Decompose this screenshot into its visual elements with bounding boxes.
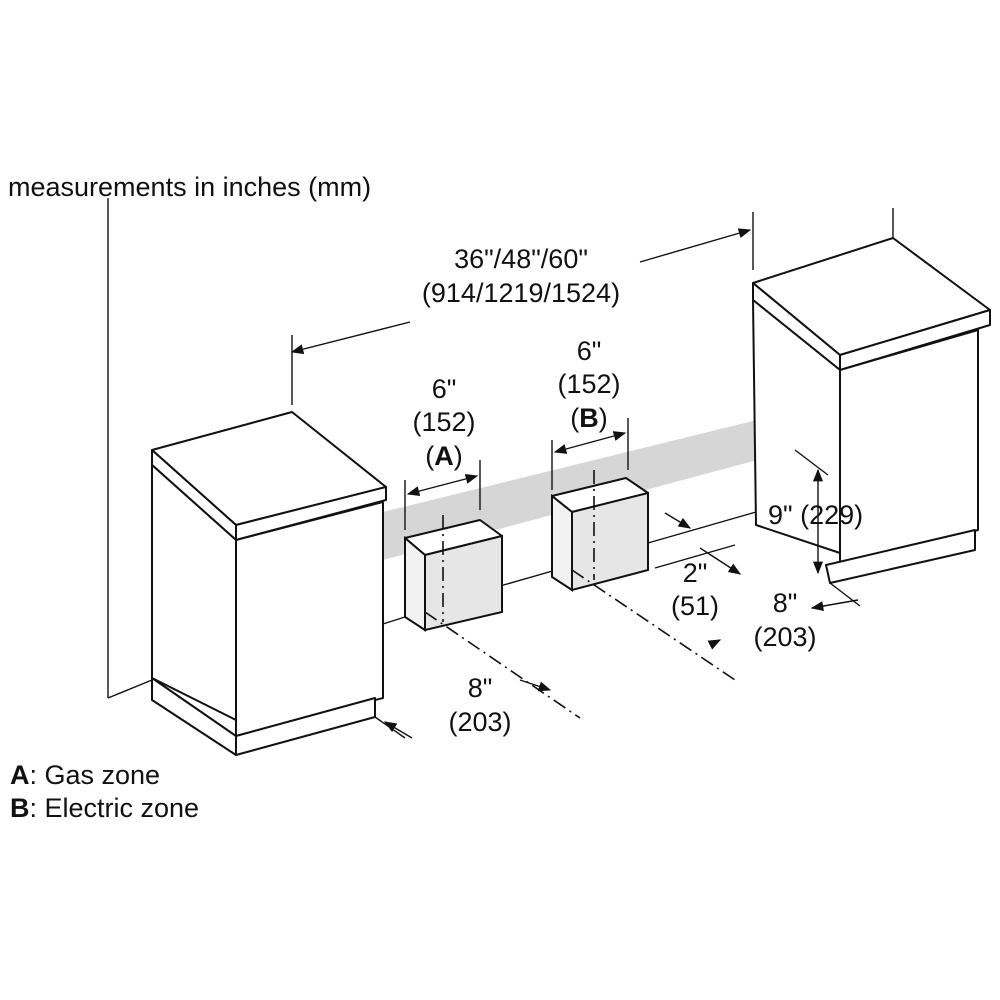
zone-b-width-dimension bbox=[551, 418, 629, 490]
depth-right-mm-label: (203) bbox=[753, 622, 816, 652]
zone-b-tag: (B) bbox=[570, 403, 608, 433]
height-label: 9" (229) bbox=[768, 500, 863, 530]
offset-dimension bbox=[654, 512, 742, 575]
zone-a-width-mm-label: (152) bbox=[412, 407, 475, 437]
legend-text-gas-zone: : Gas zone bbox=[29, 760, 161, 790]
overall-width-inches-label: 36"/48"/60" bbox=[454, 244, 588, 274]
legend-item-electric-zone: B: Electric zone bbox=[10, 793, 199, 824]
depth-left-inches-label: 8" bbox=[468, 673, 493, 703]
legend-key-b: B bbox=[10, 793, 30, 823]
legend-item-gas-zone: A: Gas zone bbox=[10, 760, 160, 791]
right-cabinet bbox=[752, 237, 991, 584]
zone-a-box bbox=[404, 515, 581, 719]
depth-right-dimension bbox=[707, 582, 861, 650]
zone-a-width-dimension bbox=[404, 460, 481, 530]
offset-mm-label: (51) bbox=[671, 591, 719, 621]
left-cabinet bbox=[151, 411, 387, 756]
offset-inches-label: 2" bbox=[683, 558, 708, 588]
depth-left-mm-label: (203) bbox=[448, 707, 511, 737]
legend-key-a: A bbox=[10, 760, 30, 790]
measurement-units-note: measurements in inches (mm) bbox=[8, 172, 371, 202]
depth-left-dimension bbox=[374, 679, 552, 739]
legend-text-electric-zone: : Electric zone bbox=[29, 793, 200, 823]
zone-a-width-inches-label: 6" bbox=[432, 374, 457, 404]
zone-a-tag-letter: A bbox=[434, 441, 454, 471]
zone-b-width-inches-label: 6" bbox=[577, 336, 602, 366]
depth-right-inches-label: 8" bbox=[773, 588, 798, 618]
zone-b-tag-letter: B bbox=[579, 403, 599, 433]
zone-b-box bbox=[551, 470, 736, 681]
overall-width-dimension bbox=[290, 212, 754, 405]
zone-a-tag: (A) bbox=[425, 441, 463, 471]
zone-b-width-mm-label: (152) bbox=[557, 369, 620, 399]
overall-width-mm-label: (914/1219/1524) bbox=[422, 278, 620, 308]
height-dimension bbox=[794, 449, 829, 575]
